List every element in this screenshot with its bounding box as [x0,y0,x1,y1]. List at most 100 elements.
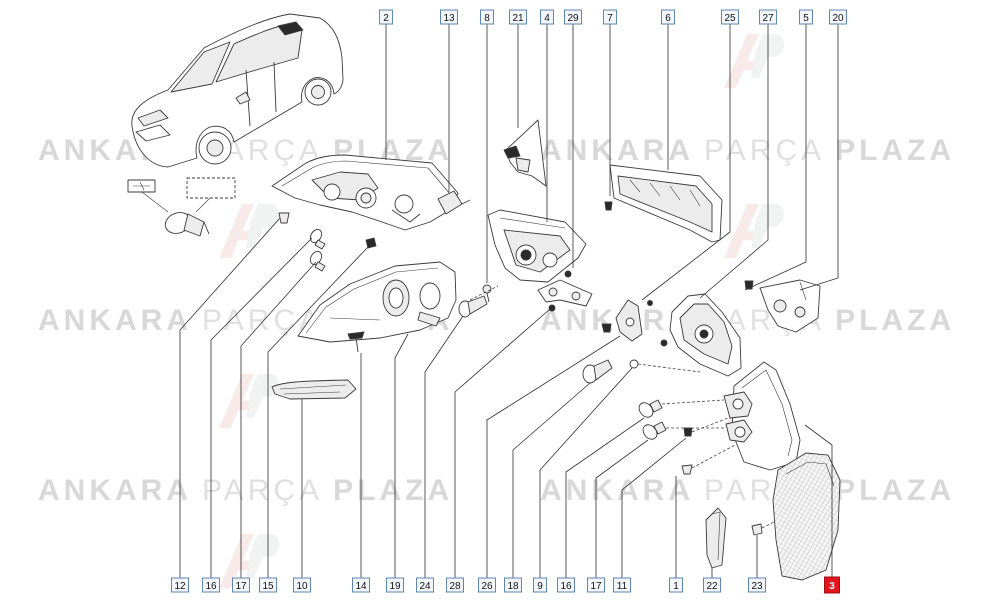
callout-box[interactable] [759,9,777,25]
light-bar-ribs [629,179,701,207]
callout-box[interactable] [478,577,496,593]
part-callout-23[interactable]: 23 [748,577,766,593]
callout-box[interactable] [748,577,766,593]
callout-label: 27 [762,13,774,24]
part-callout-11[interactable]: 11 [613,577,631,593]
part-callout-3[interactable]: 3 [824,576,840,594]
nut [629,359,639,369]
assembly-guide [691,444,736,469]
callout-box[interactable] [293,577,311,593]
bolt [582,359,613,384]
part-callout-21[interactable]: 21 [509,9,527,25]
clip-body [604,201,613,211]
part-callout-16[interactable]: 16 [557,577,575,593]
callout-box[interactable] [564,9,582,25]
part-callout-20[interactable]: 20 [829,9,847,25]
part-callout-19[interactable]: 19 [386,577,404,593]
part-callout-24[interactable]: 24 [416,577,434,593]
callout-label: 17 [235,581,247,592]
part-callout-26[interactable]: 26 [478,577,496,593]
callout-label: 13 [443,13,455,24]
watermark-logo [724,33,784,89]
callout-box[interactable] [480,9,494,25]
part-callout-25[interactable]: 25 [721,9,739,25]
part-callout-17[interactable]: 17 [587,577,605,593]
callout-box[interactable] [171,577,189,593]
lamp-housing [731,361,801,471]
callout-box[interactable] [232,577,250,593]
reference-line [195,197,211,213]
callout-box[interactable] [533,577,547,593]
part-callout-4[interactable]: 4 [540,9,554,25]
callout-box[interactable] [352,577,370,593]
callout-box[interactable] [540,9,554,25]
callout-box[interactable] [703,577,721,593]
support-body [759,279,821,333]
part-callout-28[interactable]: 28 [446,577,464,593]
part-callout-7[interactable]: 7 [603,9,617,25]
callout-box[interactable] [557,577,575,593]
callout-box[interactable] [509,9,527,25]
part-callout-10[interactable]: 10 [293,577,311,593]
housing-socket [419,282,441,310]
callout-box[interactable] [829,9,847,25]
housing-rib [329,317,381,321]
part-callout-12[interactable]: 12 [171,577,189,593]
callout-box[interactable] [446,577,464,593]
bulb-symbol-box [127,179,156,193]
part-callout-17[interactable]: 17 [232,577,250,593]
car-rear-wheel-hub [311,85,325,99]
callout-label: 28 [449,581,461,592]
part-callout-1[interactable]: 1 [669,577,683,593]
leader-line [424,315,464,578]
callout-box[interactable] [721,9,739,25]
part-callout-6[interactable]: 6 [661,9,675,25]
callout-box[interactable] [587,577,605,593]
part-callout-27[interactable]: 27 [759,9,777,25]
leader-line [744,24,807,291]
part-callout-14[interactable]: 14 [352,577,370,593]
part-callout-15[interactable]: 15 [259,577,277,593]
part-callout-18[interactable]: 18 [504,577,522,593]
callout-box[interactable] [799,9,813,25]
callout-box[interactable] [613,577,631,593]
lamp-wire [391,209,421,223]
callout-box[interactable] [603,9,617,25]
part-callout-29[interactable]: 29 [564,9,582,25]
callout-label: 29 [567,13,579,24]
part-callout-9[interactable]: 9 [533,577,547,593]
part-callout-5[interactable]: 5 [799,9,813,25]
leader-line [454,308,551,578]
assembly-guide [637,363,701,373]
callout-box[interactable] [386,577,404,593]
part-callout-2[interactable]: 2 [379,9,393,25]
leader-line [179,217,281,578]
clip-body [751,523,763,536]
part-callout-13[interactable]: 13 [440,9,458,25]
callout-label: 2 [383,13,389,24]
part-callout-8[interactable]: 8 [480,9,494,25]
callout-box[interactable] [259,577,277,593]
callout-label: 25 [724,13,736,24]
part-callout-16[interactable]: 16 [202,577,220,593]
rear-lamp-right [723,361,801,471]
callout-box[interactable] [416,577,434,593]
watermark-word: PARÇA [202,304,323,337]
callout-box[interactable] [504,577,522,593]
leader-line [394,333,409,578]
callout-box[interactable] [824,576,840,594]
callout-box[interactable] [440,9,458,25]
trim-edge [711,511,721,561]
support-hole [773,299,787,313]
leader-lines [179,24,839,578]
screw-shaft [355,337,359,353]
callout-label: 7 [607,13,613,24]
car-door-line [273,61,277,113]
part-callout-22[interactable]: 22 [703,577,721,593]
screw [347,331,365,353]
callout-box[interactable] [379,9,393,25]
callout-box[interactable] [661,9,675,25]
callout-box[interactable] [669,577,683,593]
trim-piece [705,507,727,569]
callout-box[interactable] [202,577,220,593]
